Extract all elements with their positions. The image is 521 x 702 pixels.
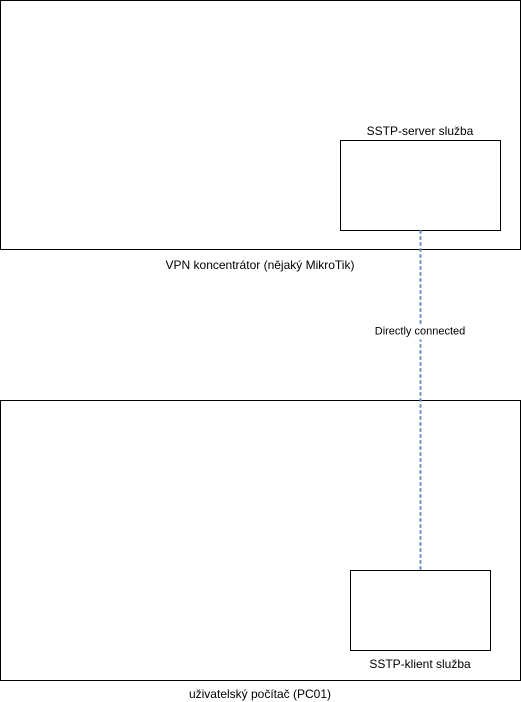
vpn-concentrator-label: VPN koncentrátor (nějaký MikroTik) (165, 258, 355, 272)
sstp-client-label: SSTP-klient služba (369, 657, 471, 671)
edge-label-directly-connected: Directly connected (372, 324, 468, 340)
user-pc-label: uživatelský počítač (PC01) (188, 687, 332, 701)
sstp-server-box[interactable] (340, 140, 501, 231)
sstp-server-label: SSTP-server služba (366, 124, 474, 138)
sstp-client-box[interactable] (350, 570, 491, 651)
